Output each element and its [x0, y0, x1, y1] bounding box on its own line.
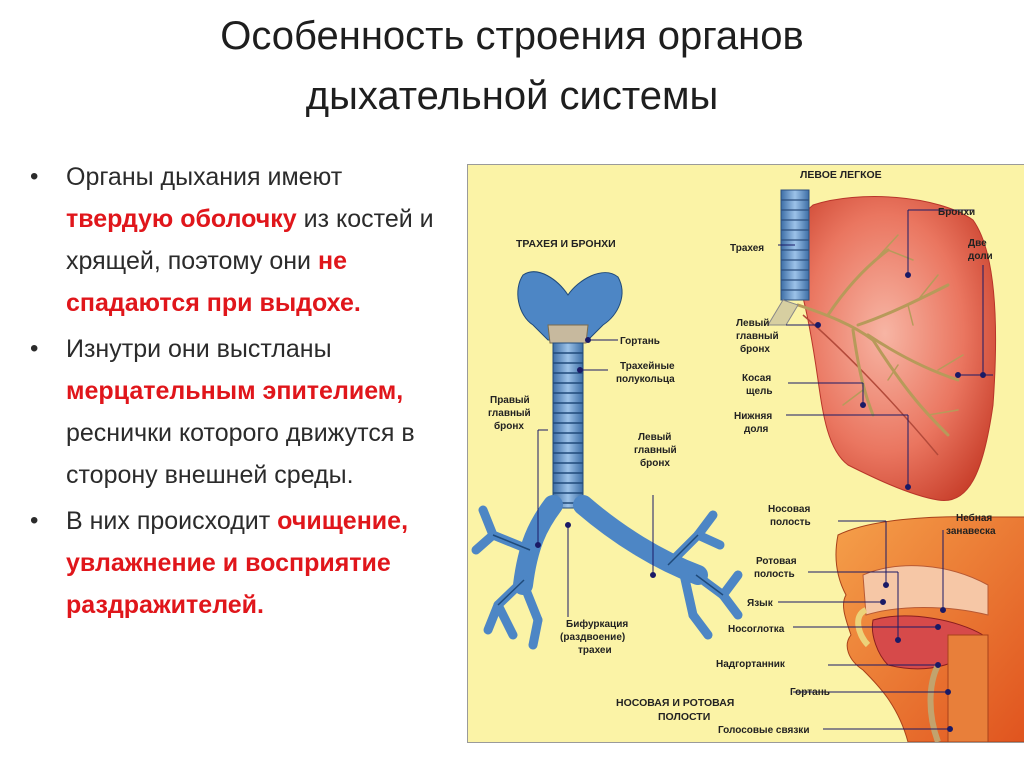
nasal-oral-cavity-diagram	[835, 516, 1024, 742]
figure-labels: ЛЕВОЕ ЛЕГКОЕ ТРАХЕЯ И БРОНХИ НОСОВАЯ И Р…	[488, 169, 996, 736]
trachea-bronchi-diagram	[471, 271, 743, 650]
label-bronchi: Бронхи	[938, 207, 975, 218]
bullet-dot-icon: •	[30, 335, 39, 362]
label-oblique-fissure-1: Косая	[742, 373, 771, 384]
label-semirings-2: полукольца	[616, 374, 675, 385]
label-two-lobes-2: доли	[968, 251, 993, 262]
title-line-1: Особенность строения органов	[220, 14, 804, 58]
bullet-dot-icon: •	[30, 507, 39, 534]
bullet-text: Изнутри они выстланы	[66, 335, 332, 363]
label-epiglottis: Надгортанник	[716, 659, 786, 670]
bullet-list: • Органы дыхания имеют твердую оболочку и…	[28, 156, 448, 630]
bullet-text: из костей и хрящей, поэтому они	[66, 205, 434, 275]
label-soft-palate-2: занавеска	[946, 526, 996, 537]
label-larynx-2: Гортань	[790, 687, 830, 698]
label-soft-palate-1: Небная	[956, 512, 992, 524]
bullet-item: • В них происходит очищение, увлажнение и…	[28, 500, 448, 626]
slide-title: Особенность строения органов дыхательной…	[0, 6, 1024, 126]
label-right-main-bronchus-2: главный	[488, 408, 531, 419]
label-oral-cavity-2: полость	[754, 569, 795, 580]
label-larynx: Гортань	[620, 336, 660, 347]
label-semirings-1: Трахейные	[620, 361, 675, 372]
label-left-main-bronchus-b3: бронх	[640, 457, 670, 469]
label-trachea: Трахея	[730, 243, 764, 254]
left-lung-diagram	[767, 189, 997, 502]
label-bifurcation-1: Бифуркация	[566, 618, 628, 630]
label-oral-cavity-1: Ротовая	[756, 556, 797, 567]
label-left-main-bronchus-b1: Левый	[638, 432, 671, 443]
anatomy-illustration: ЛЕВОЕ ЛЕГКОЕ ТРАХЕЯ И БРОНХИ НОСОВАЯ И Р…	[471, 169, 1024, 742]
label-bifurcation-2: (раздвоение)	[560, 632, 625, 643]
label-right-main-bronchus-3: бронх	[494, 420, 524, 432]
bullet-text: Органы дыхания имеют	[66, 163, 343, 191]
respiratory-anatomy-figure: ЛЕВОЕ ЛЕГКОЕ ТРАХЕЯ И БРОНХИ НОСОВАЯ И Р…	[467, 164, 1024, 743]
label-bifurcation-3: трахеи	[578, 645, 612, 656]
heading-left-lung: ЛЕВОЕ ЛЕГКОЕ	[800, 169, 882, 181]
bullet-highlight: не спадаются при выдохе.	[66, 247, 361, 317]
bullet-text: реснички которого движутся в сторону вне…	[66, 419, 415, 489]
bullet-text: В них происходит	[66, 507, 278, 535]
label-nasal-cavity-2: полость	[770, 517, 811, 528]
label-left-main-bronchus-2: главный	[736, 331, 779, 342]
heading-nasal-oral-2: ПОЛОСТИ	[658, 711, 710, 723]
label-left-main-bronchus-1: Левый	[736, 318, 769, 329]
bullet-dot-icon: •	[30, 163, 39, 190]
label-vocal-cords: Голосовые связки	[718, 725, 809, 736]
label-tongue: Язык	[747, 598, 774, 609]
bullet-highlight: очищение, увлажнение и восприятие раздра…	[66, 507, 409, 619]
label-nasopharynx: Носоглотка	[728, 624, 785, 635]
label-oblique-fissure-2: щель	[746, 386, 773, 397]
label-nasal-cavity-1: Носовая	[768, 504, 810, 515]
bullet-item: • Органы дыхания имеют твердую оболочку и…	[28, 156, 448, 324]
title-line-2: дыхательной системы	[305, 74, 719, 118]
label-leaders	[535, 209, 993, 732]
label-two-lobes-1: Две	[968, 238, 987, 249]
bullet-highlight: мерцательным эпителием,	[66, 377, 404, 405]
label-lower-lobe-1: Нижняя	[734, 411, 772, 422]
label-right-main-bronchus-1: Правый	[490, 395, 530, 406]
label-left-main-bronchus-b2: главный	[634, 445, 677, 456]
bullet-item: • Изнутри они выстланы мерцательным эпите…	[28, 328, 448, 496]
bullet-highlight: твердую оболочку	[66, 205, 297, 233]
heading-nasal-oral-1: НОСОВАЯ И РОТОВАЯ	[616, 697, 734, 709]
label-lower-lobe-2: доля	[744, 424, 769, 435]
label-left-main-bronchus-3: бронх	[740, 343, 770, 355]
heading-trachea-bronchi: ТРАХЕЯ И БРОНХИ	[516, 238, 616, 250]
